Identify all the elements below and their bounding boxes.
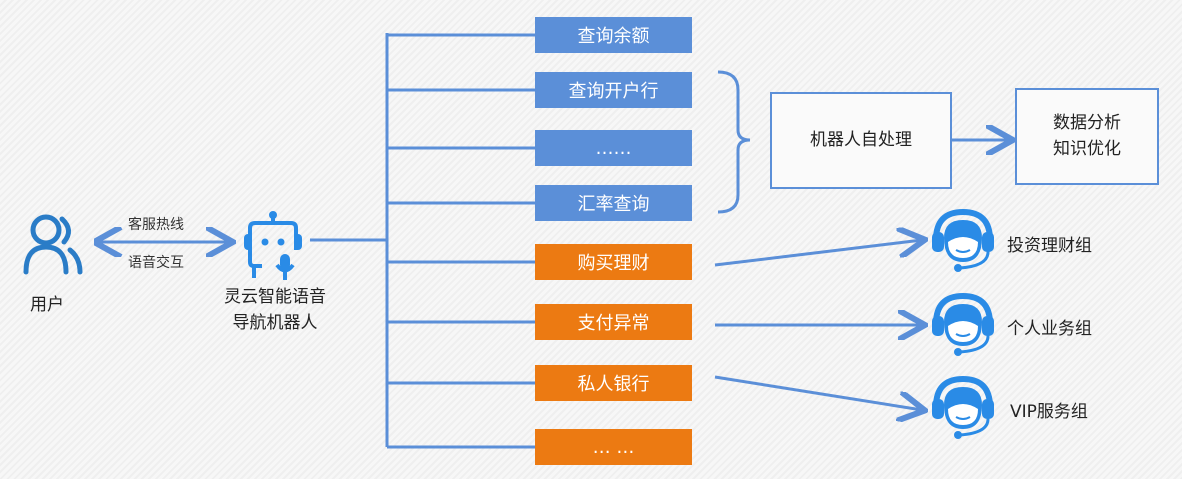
self-process-box: 机器人自处理 [770, 92, 952, 189]
user-icon [23, 214, 83, 275]
channel-label-hotline: 客服热线 [128, 217, 184, 233]
group-label: 投资理财组 [1007, 236, 1092, 256]
self-service-item: …… [535, 130, 692, 166]
robot-icon [244, 211, 302, 280]
analysis-box: 数据分析 知识优化 [1015, 88, 1159, 185]
channel-label-voice: 语音交互 [128, 255, 184, 271]
user-label: 用户 [30, 295, 64, 315]
routed-item: 支付异常 [535, 304, 692, 340]
self-service-item: 汇率查询 [535, 185, 692, 221]
routed-item: 私人银行 [535, 365, 692, 401]
headset-agent-icon [930, 375, 998, 443]
group-label: 个人业务组 [1007, 319, 1092, 339]
headset-agent-icon [930, 292, 998, 360]
routed-item: … … [535, 429, 692, 465]
analysis-line1: 数据分析 [1053, 113, 1121, 133]
group-label: VIP服务组 [1010, 402, 1088, 422]
headset-agent-icon [930, 208, 998, 276]
routed-item: 购买理财 [535, 244, 692, 280]
self-service-item: 查询开户行 [535, 72, 692, 108]
robot-label-line2: 导航机器人 [232, 313, 318, 333]
robot-label-line1: 灵云智能语音 [224, 287, 326, 307]
analysis-line2: 知识优化 [1053, 138, 1121, 159]
self-service-item: 查询余额 [535, 17, 692, 53]
